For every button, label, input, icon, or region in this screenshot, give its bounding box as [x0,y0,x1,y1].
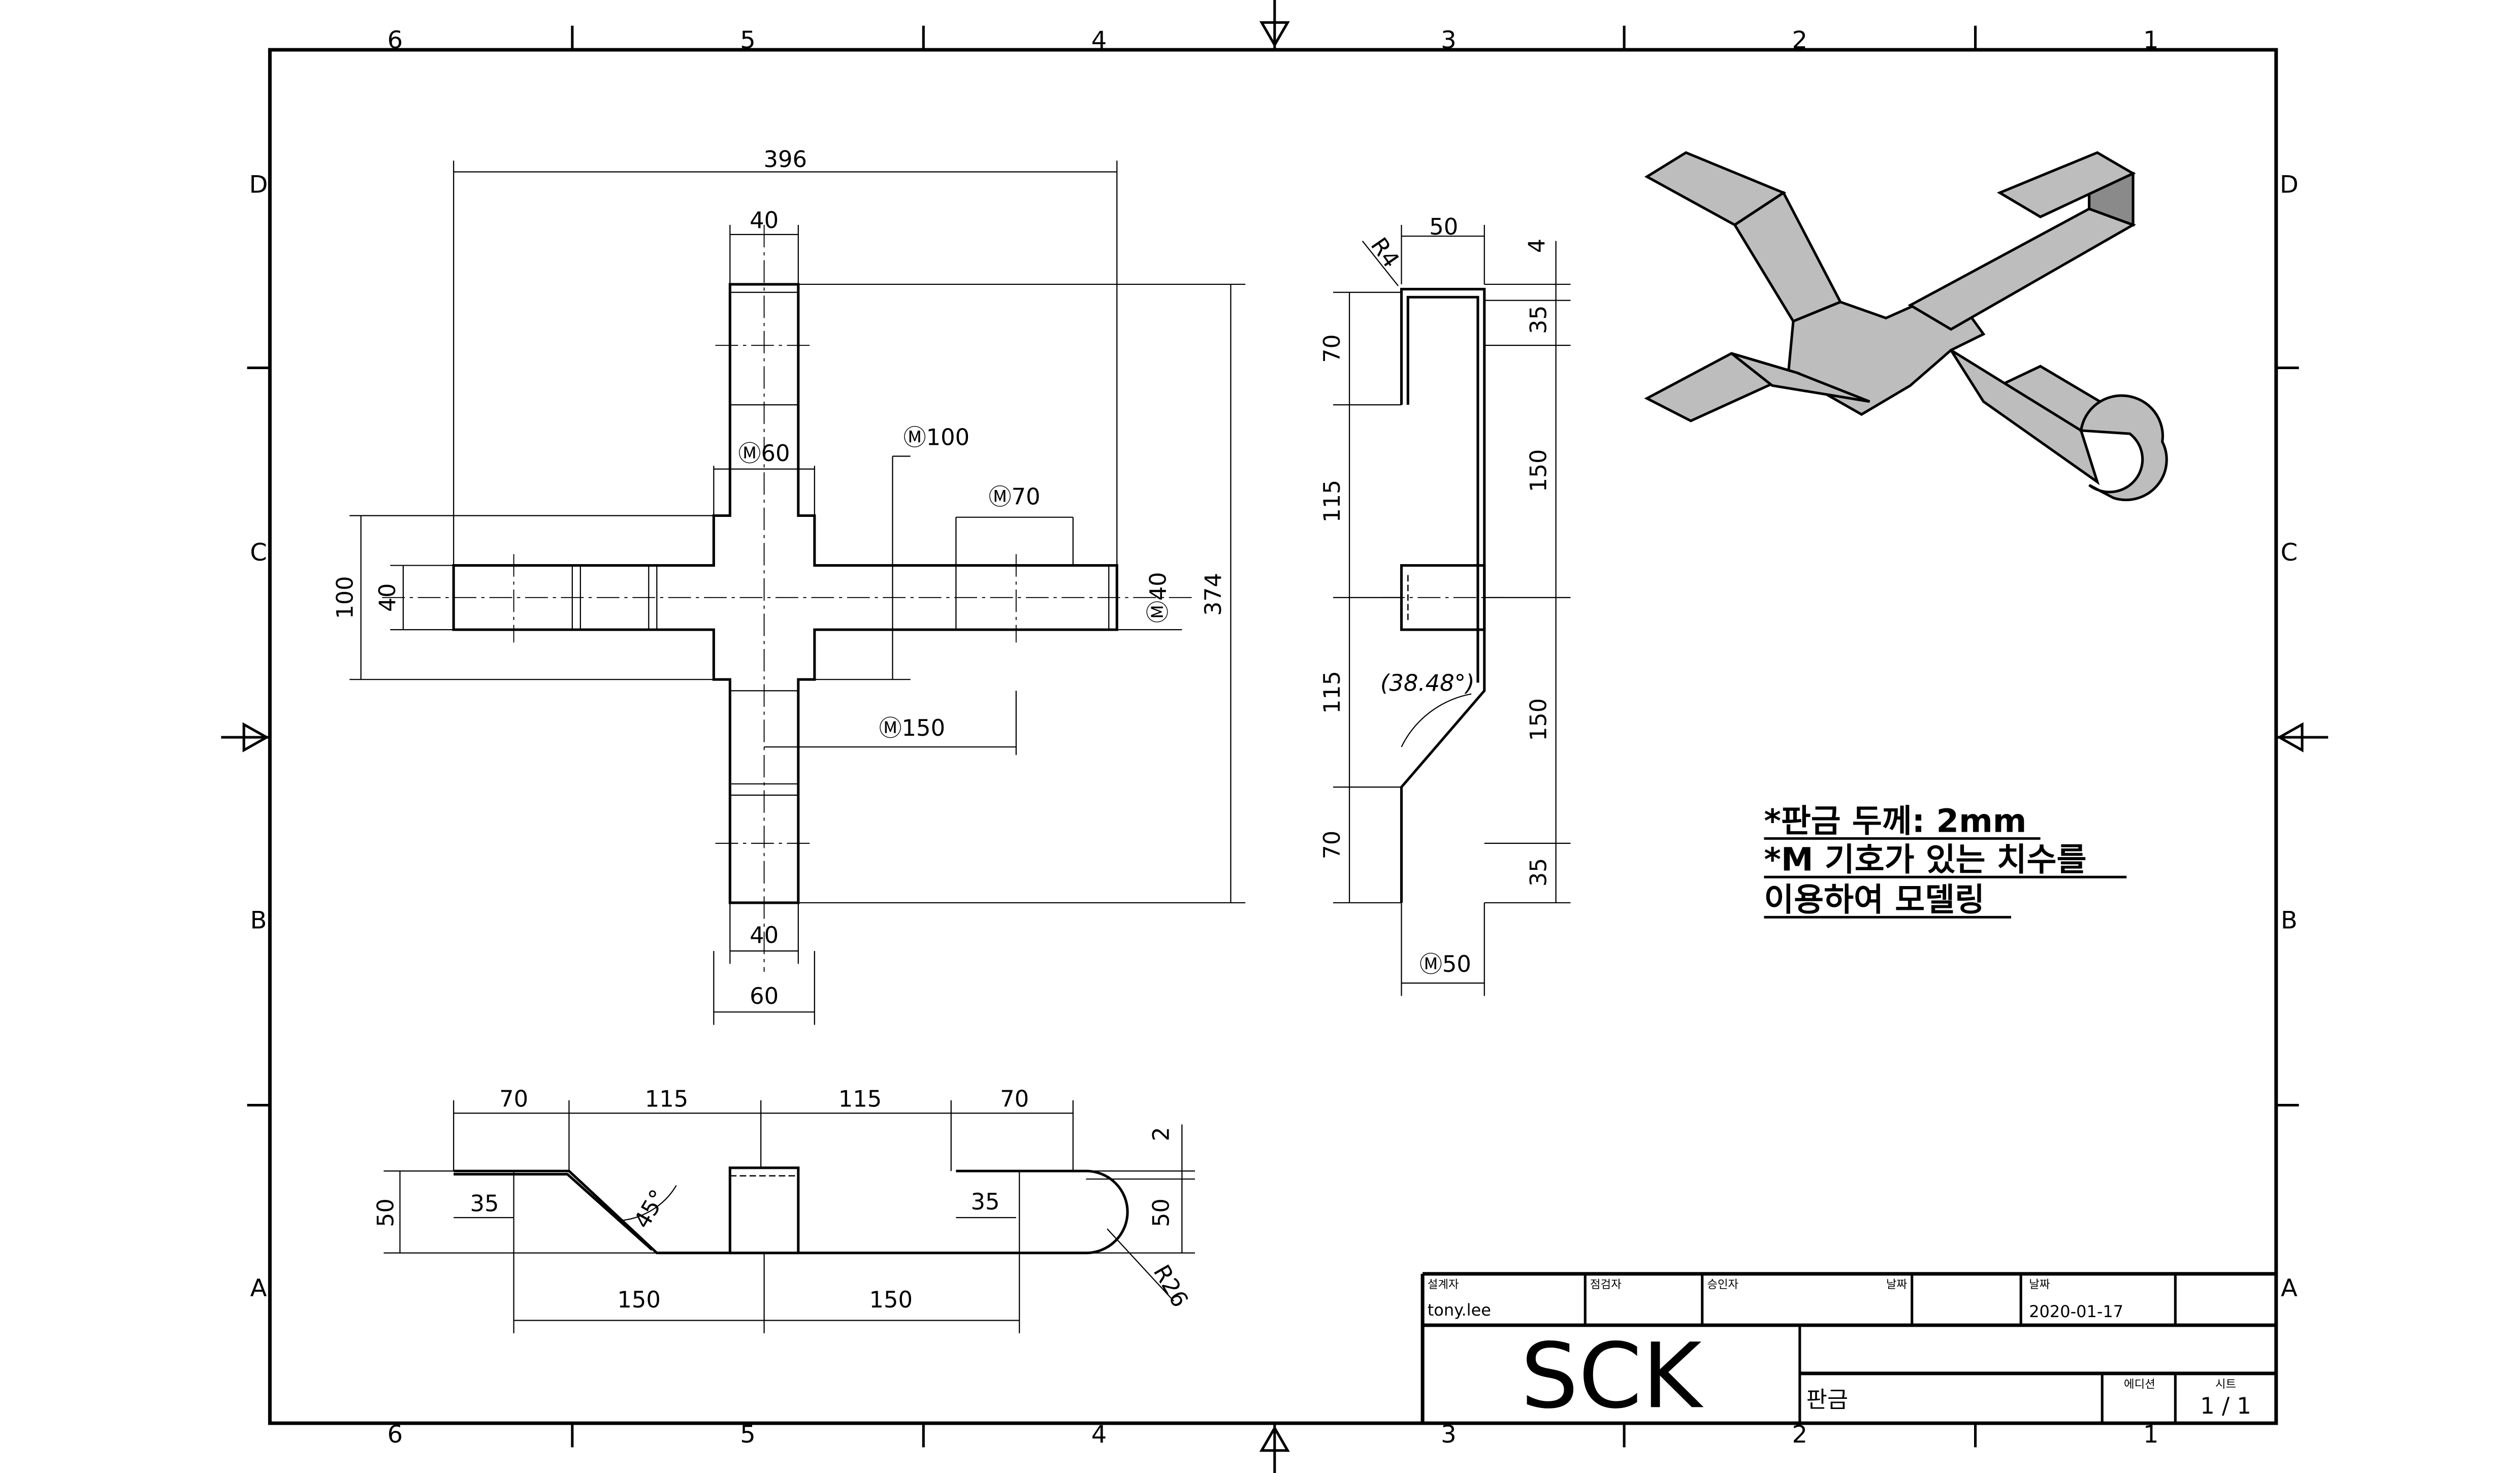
dim-label: 374 [1200,573,1226,616]
dim-label: 100 [332,576,358,619]
dim-label: 50 [1148,1198,1174,1227]
dim-label: Ⓜ150 [879,715,945,741]
flat-pattern-view: 396 40 Ⓜ60 Ⓜ100 Ⓜ70 Ⓜ40 374 100 40 Ⓜ150 … [332,146,1246,1025]
side-view: R4 50 4 70 115 115 70 35 150 150 35 (38.… [1319,214,1571,996]
zone-row: D [2280,171,2299,199]
zone-row: B [2281,907,2298,935]
dim-label: 2 [1148,1127,1174,1141]
zone-col: 6 [387,1421,403,1449]
zone-row: A [2281,1274,2298,1302]
note-line: *판금 두께: 2mm [1764,803,2026,840]
dim-label: 35 [971,1189,999,1215]
dim-label: 40 [374,583,401,612]
dim-label: 396 [763,146,807,173]
edition-label: 에디션 [2124,1378,2155,1391]
zone-row: C [250,539,267,567]
dim-label: 70 [1000,1086,1029,1112]
dim-label: 70 [1319,334,1345,363]
zone-row: D [249,171,268,199]
dim-label: Ⓜ50 [1419,951,1471,977]
dim-label: 40 [750,922,779,948]
zone-col: 5 [740,26,756,54]
zone-col: 3 [1441,1421,1457,1449]
zone-col: 1 [2143,26,2159,54]
isometric-view [1644,151,2168,501]
dim-label: 150 [1525,449,1552,493]
designer-label: 설계자 [1428,1278,1459,1291]
zone-row: B [250,907,267,935]
zone-col: 2 [1792,1421,1808,1449]
zone-row: C [2281,539,2298,567]
company-logo: SCK [1521,1324,1704,1429]
dim-label: 60 [750,983,779,1009]
dim-label: 50 [1429,214,1458,240]
sheet-value: 1 / 1 [2200,1393,2251,1419]
dim-label: Ⓜ70 [989,484,1041,510]
dim-label: Ⓜ60 [738,440,790,467]
zone-col: 4 [1091,26,1107,54]
dim-label: 150 [1525,698,1552,741]
designer-value: tony.lee [1428,1300,1491,1320]
zone-col: 2 [1792,26,1808,54]
zone-col: 4 [1091,1421,1107,1449]
zone-col: 5 [740,1421,756,1449]
zone-col: 6 [387,26,403,54]
dim-label: Ⓜ100 [903,424,970,451]
checker-label: 점검자 [1590,1278,1622,1291]
dim-label: 40 [750,207,779,234]
drawing-title: 판금 [1806,1387,1848,1413]
dim-label: 150 [869,1287,913,1313]
dim-label: 70 [499,1086,528,1112]
zone-col: 1 [2143,1421,2159,1449]
zone-col: 3 [1441,26,1457,54]
dim-label: 35 [470,1191,499,1217]
zone-row: A [250,1274,267,1302]
title-block: 설계자 tony.lee 점검자 승인자 날짜 날짜 2020-01-17 SC… [1420,1272,2276,1429]
sheet-label: 시트 [2215,1378,2236,1391]
date-label: 날짜 [1886,1278,1907,1291]
dim-label: 115 [645,1086,689,1112]
notes: *판금 두께: 2mm *M 기호가 있는 치수를 이용하여 모델링 [1764,803,2127,919]
note-line: 이용하여 모델링 [1764,881,1984,919]
note-line: *M 기호가 있는 치수를 [1764,841,2086,879]
dim-label: 150 [617,1287,661,1313]
dim-label: (38.48°) [1380,670,1475,697]
dim-label: 70 [1319,831,1345,859]
dim-label: 35 [1525,858,1552,887]
dim-label: 35 [1525,305,1552,334]
dim-label: 4 [1524,239,1550,253]
dim-label: 115 [838,1086,882,1112]
approver-label: 승인자 [1707,1278,1738,1291]
dim-label: 115 [1319,480,1345,523]
dim-label: 50 [372,1198,399,1227]
date-label: 날짜 [2029,1278,2050,1291]
date-value: 2020-01-17 [2029,1302,2123,1321]
dim-label: Ⓜ40 [1145,572,1171,624]
zone-markers: 6 5 4 3 2 1 6 5 4 3 2 1 D C B A D C B A [221,0,2329,1473]
dim-label: 115 [1319,671,1345,714]
